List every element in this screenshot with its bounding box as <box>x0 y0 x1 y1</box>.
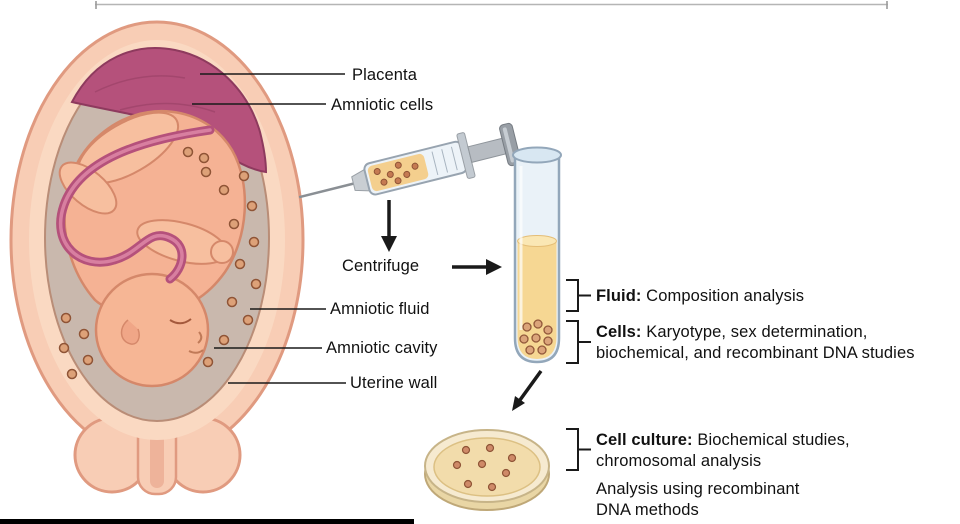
label-amniotic-cavity: Amniotic cavity <box>326 339 438 357</box>
amniotic-cells-dots <box>58 146 262 380</box>
test-tube-rim <box>512 146 562 164</box>
fetus-head <box>94 272 210 388</box>
fetus-nose <box>197 331 203 344</box>
annotation-fluid-desc: Composition analysis <box>641 287 805 305</box>
annotation-cells-desc: Karyotype, sex determination, biochemica… <box>596 323 915 362</box>
centrifuge-arrow-right <box>452 259 502 275</box>
test-tube-cell-pellet <box>519 319 553 355</box>
petri-dish-agar <box>433 437 541 497</box>
label-placenta: Placenta <box>352 66 418 84</box>
umbilical-cord <box>56 125 215 284</box>
syringe-graduations <box>431 146 458 176</box>
annotation-analysis: Analysis using recombinant DNA methods <box>596 479 818 521</box>
annotation-fluid-term: Fluid: <box>596 287 642 305</box>
label-pointer-lines <box>192 73 346 384</box>
annotation-cell-culture: Cell culture: Biochemical studies, chrom… <box>596 430 881 472</box>
syringe <box>298 122 522 199</box>
annotation-fluid: Fluid: Composition analysis <box>596 286 804 307</box>
annotation-cells: Cells: Karyotype, sex determination, bio… <box>596 322 948 364</box>
top-border-rule <box>95 1 888 9</box>
test-tube <box>512 146 562 364</box>
fluid-bracket <box>566 279 591 312</box>
fetus-foot <box>58 161 118 215</box>
fetus-hand <box>210 240 234 264</box>
annotation-analysis-desc: Analysis using recombinant DNA methods <box>596 480 800 519</box>
label-amniotic-fluid: Amniotic fluid <box>330 300 430 318</box>
tube-to-dish-arrow <box>512 369 543 411</box>
annotation-cells-term: Cells: <box>596 323 642 341</box>
fetus-mouth <box>188 349 204 354</box>
annotation-cell-culture-desc: Biochemical studies, chromosomal analysi… <box>596 431 850 470</box>
bottom-border-bar <box>0 519 414 524</box>
fetus-ear <box>120 319 140 345</box>
test-tube-fluid-surface <box>517 235 557 247</box>
syringe-needle <box>298 182 354 199</box>
annotation-cell-culture-term: Cell culture: <box>596 431 693 449</box>
centrifuge-arrow-down <box>381 200 397 252</box>
cells-bracket <box>566 320 591 364</box>
syringe-fluid-cells <box>373 161 419 186</box>
fetus-eye <box>169 318 192 325</box>
syringe-plunger-rod <box>467 137 509 163</box>
syringe-plunger-highlight <box>502 127 515 163</box>
uterus-illustration <box>9 20 305 496</box>
label-uterine-wall: Uterine wall <box>350 374 438 392</box>
cell-culture-bracket <box>566 428 591 471</box>
label-amniotic-cells: Amniotic cells <box>331 96 434 114</box>
petri-dish <box>424 429 550 511</box>
placenta-texture <box>94 75 216 113</box>
petri-dish-colonies <box>452 443 517 492</box>
label-centrifuge: Centrifuge <box>342 257 420 275</box>
